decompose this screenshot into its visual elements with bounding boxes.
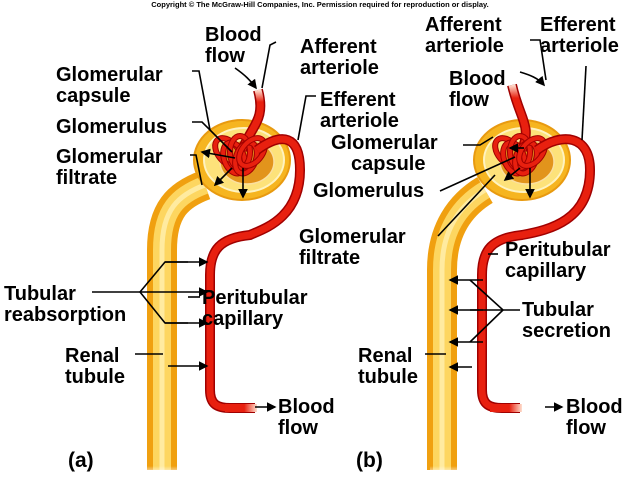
a-afferent-leader [261,41,277,89]
glomerulus-loop [228,134,252,170]
a-filtrate-leader [190,154,203,186]
glomerulus-loop [237,136,267,168]
peritubular-capillary [206,135,304,412]
panel-a-id: (a) [68,449,94,472]
a-blood-flow-in-arrow [234,67,257,90]
panel-b-artwork [425,39,596,475]
a-filtration-arrow [200,148,236,159]
a-capsule-leader [192,70,211,131]
a-filtration-arrow [213,167,233,187]
b-efferent-leader [581,65,587,141]
b-afferent-leader [530,39,547,81]
peritubular-capillary [478,135,594,412]
b-glomerulus-label: Glomerulus [313,180,425,202]
a-glomerulus-leader [192,121,233,153]
b-secretion-leader [469,309,504,343]
panel-a-artwork [92,41,316,475]
b-blood-flow-in-arrow [519,71,546,87]
glomerulus-loop [517,136,547,168]
panel-b-id: (b) [356,449,383,472]
b-capsule-leader [463,136,494,146]
renal-tubule-highlight [159,182,206,470]
tubule-fade [430,415,480,475]
tubule-fade [140,415,190,475]
a-glomerulus-label: Glomerulus [56,116,168,138]
b-glomerulus-leader [439,156,516,192]
b-filtration-arrow [503,167,521,181]
b-filtrate-leader [437,174,496,237]
blood-out-fade [225,404,257,412]
copyright-notice: Copyright © The McGraw-Hill Companies, I… [151,0,489,9]
blood-out-fade [490,404,522,412]
a-efferent-leader [297,95,316,141]
